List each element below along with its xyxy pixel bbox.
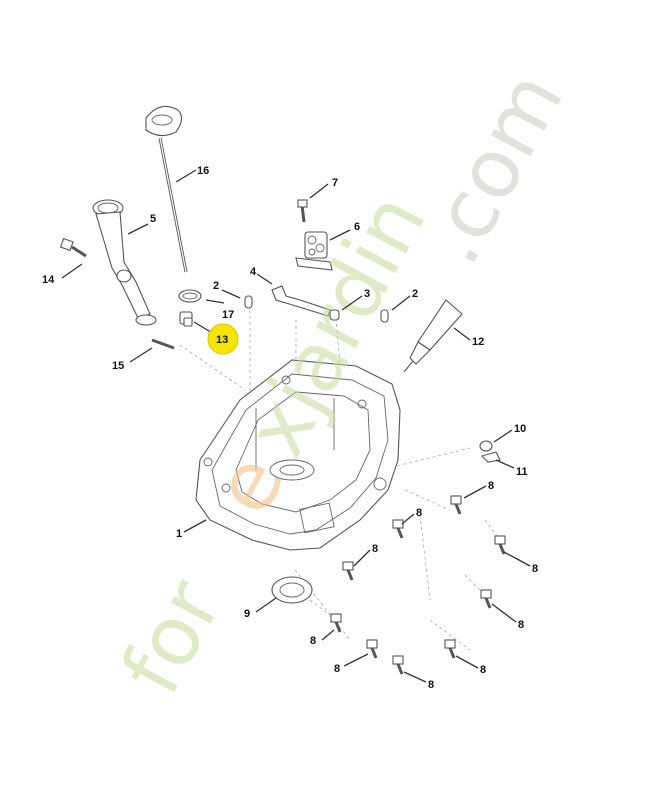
callout-8-d: 8: [532, 563, 538, 575]
plug-part-13: [179, 311, 193, 327]
crankcase-part-1: [195, 359, 401, 551]
watermark-text-4: .com: [404, 57, 582, 279]
callout-14: 14: [42, 274, 55, 286]
watermark-text-1: for: [104, 565, 241, 709]
clip-part-11: [480, 451, 501, 463]
callout-7: 7: [332, 177, 338, 189]
callout-8-i: 8: [428, 679, 434, 691]
callout-8-b: 8: [416, 507, 422, 519]
callout-5: 5: [150, 213, 156, 225]
callout-8-h: 8: [480, 664, 486, 676]
callout-8-e: 8: [518, 619, 524, 631]
lever-part-4: [271, 285, 331, 317]
bolts-part-8: [330, 495, 506, 675]
pin-part-3: [329, 309, 340, 321]
callout-8-c: 8: [372, 543, 378, 555]
callout-2-right: 2: [412, 288, 418, 300]
bolt-part-14: [59, 237, 87, 258]
callout-11: 11: [516, 466, 528, 478]
callout-10: 10: [514, 423, 526, 435]
washer-part-10: [479, 440, 493, 452]
callout-9: 9: [244, 608, 250, 620]
callout-16: 16: [197, 165, 209, 177]
filler-tube-part: [92, 199, 157, 326]
governor-part-6: [295, 199, 333, 271]
callout-8-a: 8: [488, 480, 494, 492]
dowel-pin-part: [244, 295, 389, 323]
callout-12: 12: [472, 336, 484, 348]
callout-6: 6: [354, 221, 360, 233]
callout-17: 17: [222, 309, 234, 321]
callout-15: 15: [112, 360, 124, 372]
pin-part-15: [151, 338, 175, 350]
leader-lines: [61, 169, 531, 683]
callout-labels: 16 5 14 15 2 17 13 4 3 2 7 6 12 1 9 10 1…: [42, 165, 538, 691]
callout-8-g: 8: [334, 663, 340, 675]
callout-8-f: 8: [310, 635, 316, 647]
highlight-circle: [207, 323, 239, 355]
dipstick-part: [145, 105, 188, 273]
oil-seal-part-9: [271, 576, 313, 604]
callout-13: 13: [216, 334, 228, 346]
callout-2-left: 2: [213, 280, 219, 292]
callout-3: 3: [364, 288, 370, 300]
sealant-tube-part-12: [403, 299, 463, 373]
watermark: for e xjardin .com: [104, 57, 582, 709]
callout-1: 1: [176, 528, 182, 540]
callout-4: 4: [250, 266, 257, 278]
o-ring-part-17: [178, 289, 202, 303]
